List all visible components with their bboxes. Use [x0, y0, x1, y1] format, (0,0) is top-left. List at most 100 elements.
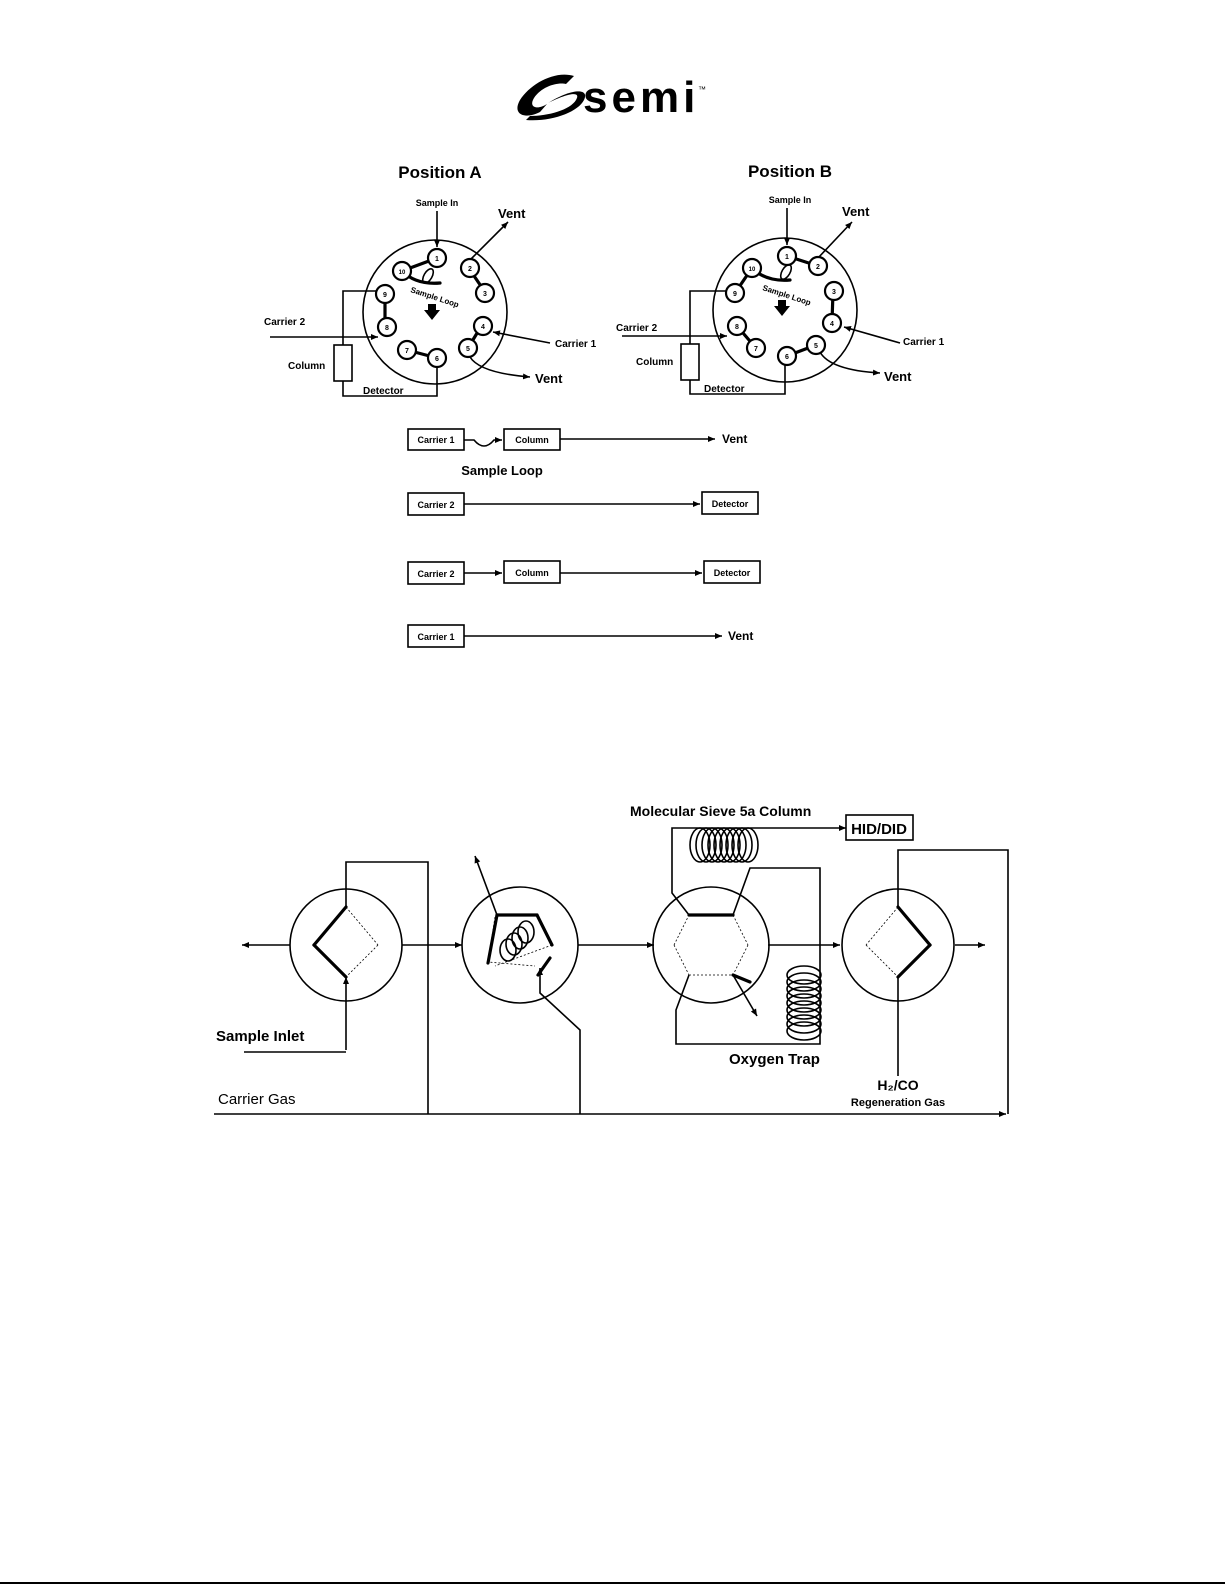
valve-b-vent-bottom-label: Vent — [884, 369, 912, 384]
svg-text:10: 10 — [749, 267, 756, 273]
oxygen-trap-coil-icon — [786, 965, 822, 1041]
svg-text:6: 6 — [435, 356, 439, 363]
valve-a-column — [333, 344, 353, 382]
flow-row-4-to-label: Vent — [728, 629, 753, 643]
valve-b-port-7 — [745, 337, 767, 359]
valve-b-port-8 — [726, 315, 748, 337]
oxygen-trap-label: Oxygen Trap — [729, 1051, 820, 1068]
valve-b-column-detector-loop — [689, 290, 786, 395]
position-b-title: Position B — [748, 162, 832, 181]
svg-text:Carrier 1: Carrier 1 — [417, 435, 454, 445]
valve-a-vent-top-label: Vent — [498, 206, 526, 221]
valve-b-port-1 — [776, 245, 798, 267]
flow-row-2: Carrier 2 Detector — [407, 491, 759, 516]
svg-text:8: 8 — [385, 325, 389, 332]
svg-text:1: 1 — [435, 256, 439, 263]
flow-row-1-to-label: Vent — [722, 432, 747, 446]
flow-row-3: Carrier 2 Column Detector — [407, 560, 761, 585]
svg-text:6: 6 — [785, 354, 789, 361]
svg-text:Detector: Detector — [712, 499, 749, 509]
valve-a-carrier1-label: Carrier 1 — [555, 339, 597, 350]
svg-text:7: 7 — [754, 346, 758, 353]
flow-row-4: Carrier 1 Vent — [407, 624, 753, 648]
carrier-gas-label: Carrier Gas — [218, 1091, 296, 1108]
sample-inlet-label: Sample Inlet — [216, 1028, 304, 1045]
valve-b-carrier2-label: Carrier 2 — [616, 323, 658, 334]
flow-row-3-to-box — [703, 560, 761, 584]
svg-text:Carrier 2: Carrier 2 — [417, 500, 454, 510]
svg-text:3: 3 — [832, 289, 836, 296]
valve-a-port-7 — [396, 339, 418, 361]
valve-a-port-5 — [457, 337, 479, 359]
flow-row-2-to-box — [701, 491, 759, 515]
svg-text:Column: Column — [515, 435, 549, 445]
svg-text:4: 4 — [830, 321, 834, 328]
valve-b-rotation-arrow-icon — [774, 300, 790, 316]
svg-text:4: 4 — [481, 324, 485, 331]
svg-text:7: 7 — [405, 348, 409, 355]
regen-gas-formula-label: H₂/CO — [877, 1077, 918, 1093]
valve-b-port-5 — [805, 334, 827, 356]
molecular-sieve-coil-icon — [689, 827, 759, 863]
valve-b-vent-bottom-line — [819, 351, 881, 376]
valve-b-port-6 — [776, 345, 798, 367]
svg-text:3: 3 — [483, 291, 487, 298]
valve-b-port-3 — [823, 280, 845, 302]
system-valve-3 — [652, 886, 770, 1004]
flow-row-1-loop-path — [464, 437, 502, 447]
valve-b-sample-in-label: Sample In — [769, 195, 812, 205]
valve-a-detector-label: Detector — [363, 386, 404, 397]
valve-a-rotation-arrow-icon — [424, 304, 440, 320]
valve-a-column-label: Column — [288, 361, 325, 372]
valve-a-vent-bottom-line — [469, 356, 531, 380]
valve-a-carrier1-line — [492, 330, 551, 344]
valve-a-port-8 — [376, 316, 398, 338]
svg-text:2: 2 — [816, 264, 820, 271]
valve-a-port-2 — [459, 257, 481, 279]
molecular-sieve-label: Molecular Sieve 5a Column — [630, 803, 811, 819]
valve-a-vent-top-line — [469, 221, 509, 261]
valve-a-port-4 — [472, 315, 494, 337]
hid-did-label: HID/DID — [851, 821, 907, 838]
valve-b-port-9 — [724, 282, 746, 304]
regen-gas-label: Regeneration Gas — [851, 1097, 945, 1109]
svg-text:Carrier 2: Carrier 2 — [417, 569, 454, 579]
svg-text:8: 8 — [735, 324, 739, 331]
valve-a-port-9 — [374, 283, 396, 305]
svg-text:1: 1 — [785, 254, 789, 261]
valve-b-sample-loop-label: Sample Loop — [761, 283, 812, 307]
valve-2-coil-icon — [499, 920, 535, 962]
valve-b-carrier1-line — [843, 326, 901, 344]
semi-logo: semi ™ — [517, 73, 706, 122]
flow-row-1-loop-label: Sample Loop — [461, 463, 543, 478]
valve-b-column-label: Column — [636, 357, 673, 368]
valve-position-b: Position B 1 2 3 4 5 6 7 8 9 — [616, 162, 945, 395]
svg-text:Carrier 1: Carrier 1 — [417, 632, 454, 642]
valve-b-detector-label: Detector — [704, 384, 745, 395]
flow-row-3-via-box — [503, 560, 561, 584]
semi-logo-tm: ™ — [698, 85, 706, 94]
semi-logo-mark — [517, 74, 586, 121]
position-a-title: Position A — [398, 163, 481, 182]
valve-b-port-10 — [741, 257, 763, 279]
semi-logo-text: semi — [583, 73, 699, 122]
flow-row-1: Carrier 1 Column Vent Sample Loop — [407, 428, 747, 478]
valve-a-port-1 — [426, 247, 448, 269]
valve-b-carrier1-label: Carrier 1 — [903, 337, 945, 348]
system-schematic: HID/DID Molecular Sieve 5a Column Sample… — [214, 803, 1009, 1117]
valve-b-vent-top-line — [817, 221, 853, 259]
valve-position-a: Position A 1 2 3 4 5 6 7 8 — [264, 163, 597, 397]
valve-b-column — [680, 343, 700, 381]
valve-b-vent-top-label: Vent — [842, 204, 870, 219]
svg-text:5: 5 — [814, 343, 818, 350]
svg-text:9: 9 — [733, 291, 737, 298]
valve-a-carrier2-label: Carrier 2 — [264, 317, 306, 328]
hid-did-detector-box — [845, 814, 914, 841]
svg-text:Detector: Detector — [714, 568, 751, 578]
svg-text:9: 9 — [383, 292, 387, 299]
valve-b-port-2 — [807, 255, 829, 277]
system-valve-2 — [461, 886, 579, 1004]
valve-a-port-3 — [474, 282, 496, 304]
